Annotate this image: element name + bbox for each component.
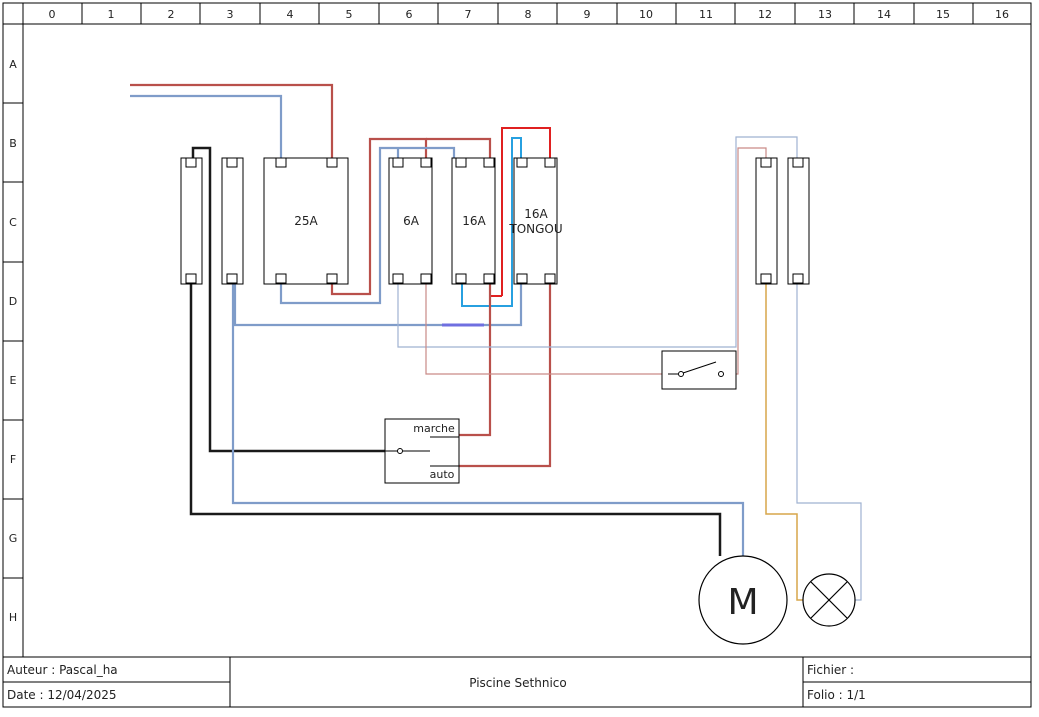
- motor-neutral-wire: [231, 283, 745, 556]
- col-label-8: 8: [525, 8, 532, 21]
- terminal-block-right-1: [755, 157, 778, 285]
- file-field: Fichier :: [807, 663, 854, 677]
- tongou-neutral-wire: [461, 137, 522, 307]
- auto-feed-wire: [458, 283, 552, 468]
- breaker-25a: 25A: [263, 157, 349, 285]
- lamp-neutral-wire: [796, 283, 862, 601]
- col-label-9: 9: [584, 8, 591, 21]
- row-label-b: B: [9, 137, 17, 150]
- lamp-phase-wire: [765, 283, 803, 601]
- col-label-12: 12: [758, 8, 772, 21]
- col-label-6: 6: [406, 8, 413, 21]
- light-switch: [661, 350, 737, 390]
- breaker-tongou-rating: 16A: [524, 207, 548, 221]
- main-neutral-out-wire: [279, 146, 456, 305]
- row-label-h: H: [9, 611, 17, 624]
- terminal-block-right-2: [787, 157, 810, 285]
- row-label-d: D: [9, 295, 17, 308]
- row-label-f: F: [10, 453, 16, 466]
- breaker-tongou-brand: TONGOU: [508, 222, 562, 236]
- row-label-g: G: [9, 532, 18, 545]
- project-title: Piscine Sethnico: [469, 676, 566, 690]
- motor-symbol: M: [698, 555, 788, 645]
- row-label-e: E: [10, 374, 17, 387]
- col-label-15: 15: [936, 8, 950, 21]
- col-label-7: 7: [465, 8, 472, 21]
- column-header: 0 1 2 3 4 5 6 7 8 9 10 11 12 13 14 15 16: [3, 3, 1031, 658]
- marche-feed-wire: [458, 283, 492, 437]
- supply-phase-wire: [130, 83, 334, 160]
- col-label-1: 1: [108, 8, 115, 21]
- phase-bridge-wire: [426, 137, 492, 158]
- col-label-11: 11: [699, 8, 713, 21]
- motor-phase-wire: [189, 283, 722, 556]
- lighting-neutral-wire: [397, 136, 798, 348]
- lighting-phase-wire: [425, 283, 680, 375]
- date-field: Date : 12/04/2025: [7, 688, 117, 702]
- col-label-5: 5: [346, 8, 353, 21]
- lamp-icon: [802, 573, 856, 627]
- selector-switch: marche auto: [384, 418, 460, 484]
- terminal-block-left-2: [221, 157, 244, 285]
- col-label-10: 10: [639, 8, 653, 21]
- row-label-a: A: [9, 58, 17, 71]
- selector-marche-label: marche: [413, 422, 455, 435]
- col-label-2: 2: [168, 8, 175, 21]
- sheet-frame: [2, 2, 1032, 708]
- tongou-link-wire: [489, 283, 502, 297]
- col-label-16: 16: [995, 8, 1009, 21]
- col-label-3: 3: [227, 8, 234, 21]
- main-phase-out-wire: [330, 137, 428, 296]
- title-block: Auteur : Pascal_ha Date : 12/04/2025 Pis…: [3, 657, 1031, 707]
- col-label-14: 14: [877, 8, 891, 21]
- breaker-16a: 16A: [451, 157, 496, 285]
- col-label-4: 4: [287, 8, 294, 21]
- terminal-block-left-1: [180, 157, 203, 285]
- breaker-16a-label: 16A: [462, 214, 486, 228]
- row-header: A B C D E F G H: [3, 58, 23, 624]
- tongou-phase-wire: [501, 127, 551, 296]
- motor-label: M: [727, 582, 758, 623]
- row-label-c: C: [9, 216, 17, 229]
- supply-neutral-wire: [130, 94, 283, 160]
- author-field: Auteur : Pascal_ha: [7, 663, 118, 677]
- breaker-6a-label: 6A: [403, 214, 420, 228]
- breaker-6a: 6A: [388, 157, 433, 285]
- breaker-25a-label: 25A: [294, 214, 318, 228]
- col-label-0: 0: [49, 8, 56, 21]
- wiring: [130, 83, 862, 601]
- breaker-16a-tongou: 16A TONGOU: [508, 157, 563, 285]
- neutral-distribution-wire: [233, 283, 523, 327]
- folio-field: Folio : 1/1: [807, 688, 866, 702]
- selector-auto-label: auto: [430, 468, 455, 481]
- selector-common-wire: [191, 146, 397, 453]
- col-label-13: 13: [818, 8, 832, 21]
